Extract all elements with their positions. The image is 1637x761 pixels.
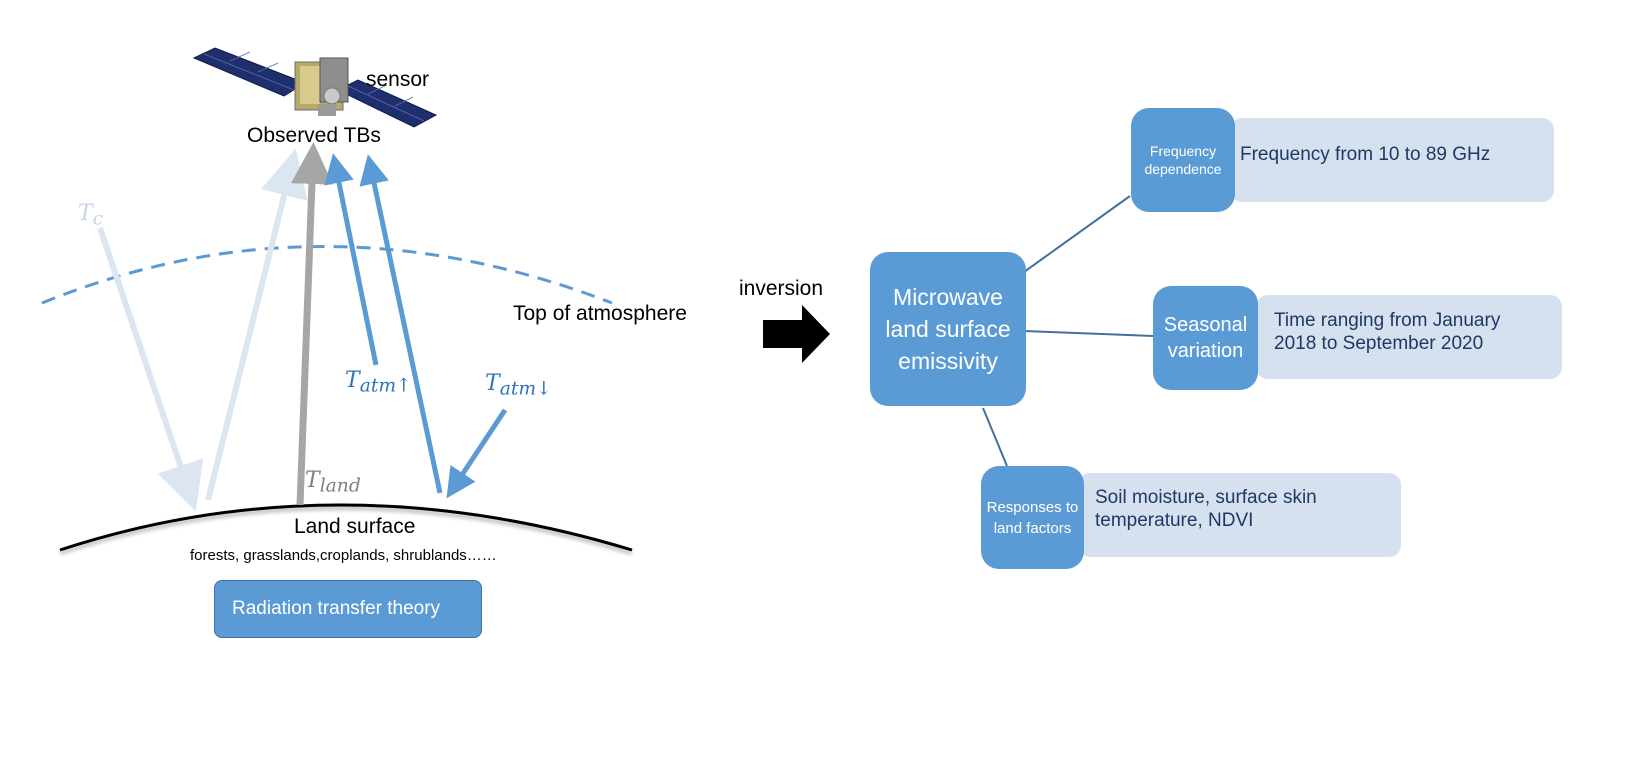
cosmic-downward-arrow [97, 227, 204, 512]
land-surface-label: Land surface [294, 515, 416, 538]
inversion-label: inversion [739, 277, 824, 300]
land-emission-arrow [290, 142, 333, 506]
atmosphere-boundary [41, 245, 613, 305]
radiation-transfer-theory-button: Radiation transfer theory [214, 580, 482, 638]
connector-seasonal [1023, 330, 1154, 337]
sensor-label: sensor [366, 68, 430, 91]
atm-reflected-arrow [359, 154, 443, 494]
observed-tbs-label: Observed TBs [247, 124, 381, 147]
land-types-label: forests, grasslands,croplands, shrubland… [190, 547, 497, 564]
node-frequency-dependence: Frequency dependence [1131, 108, 1235, 212]
detail-responses: Soil moisture, surface skin temperature,… [1078, 473, 1401, 557]
atm-upwelling-arrow [324, 153, 379, 366]
tatm-down-label: Tatm↓ [485, 371, 552, 400]
atm-downwelling-arrow [446, 408, 508, 499]
connector-responses [982, 407, 1008, 467]
node-seasonal-variation: Seasonal variation [1153, 286, 1258, 390]
tatm-up-label: Tatm↑ [345, 368, 412, 397]
satellite-icon [192, 47, 438, 128]
detail-frequency: Frequency from 10 to 89 GHz [1230, 118, 1554, 202]
center-node-emissivity: Microwave land surface emissivity [870, 252, 1026, 406]
connector-frequency [1023, 195, 1131, 273]
inversion-arrow-icon [763, 305, 830, 363]
top-of-atmosphere-label: Top of atmosphere [513, 302, 687, 325]
tc-label: Tc [78, 201, 104, 230]
cosmic-reflected-arrow [205, 148, 308, 501]
detail-seasonal: Time ranging from January 2018 to Septem… [1256, 295, 1562, 379]
tland-label: Tland [305, 468, 361, 497]
land-surface-curve [59, 503, 633, 552]
node-responses-land-factors: Responses to land factors [981, 466, 1084, 569]
